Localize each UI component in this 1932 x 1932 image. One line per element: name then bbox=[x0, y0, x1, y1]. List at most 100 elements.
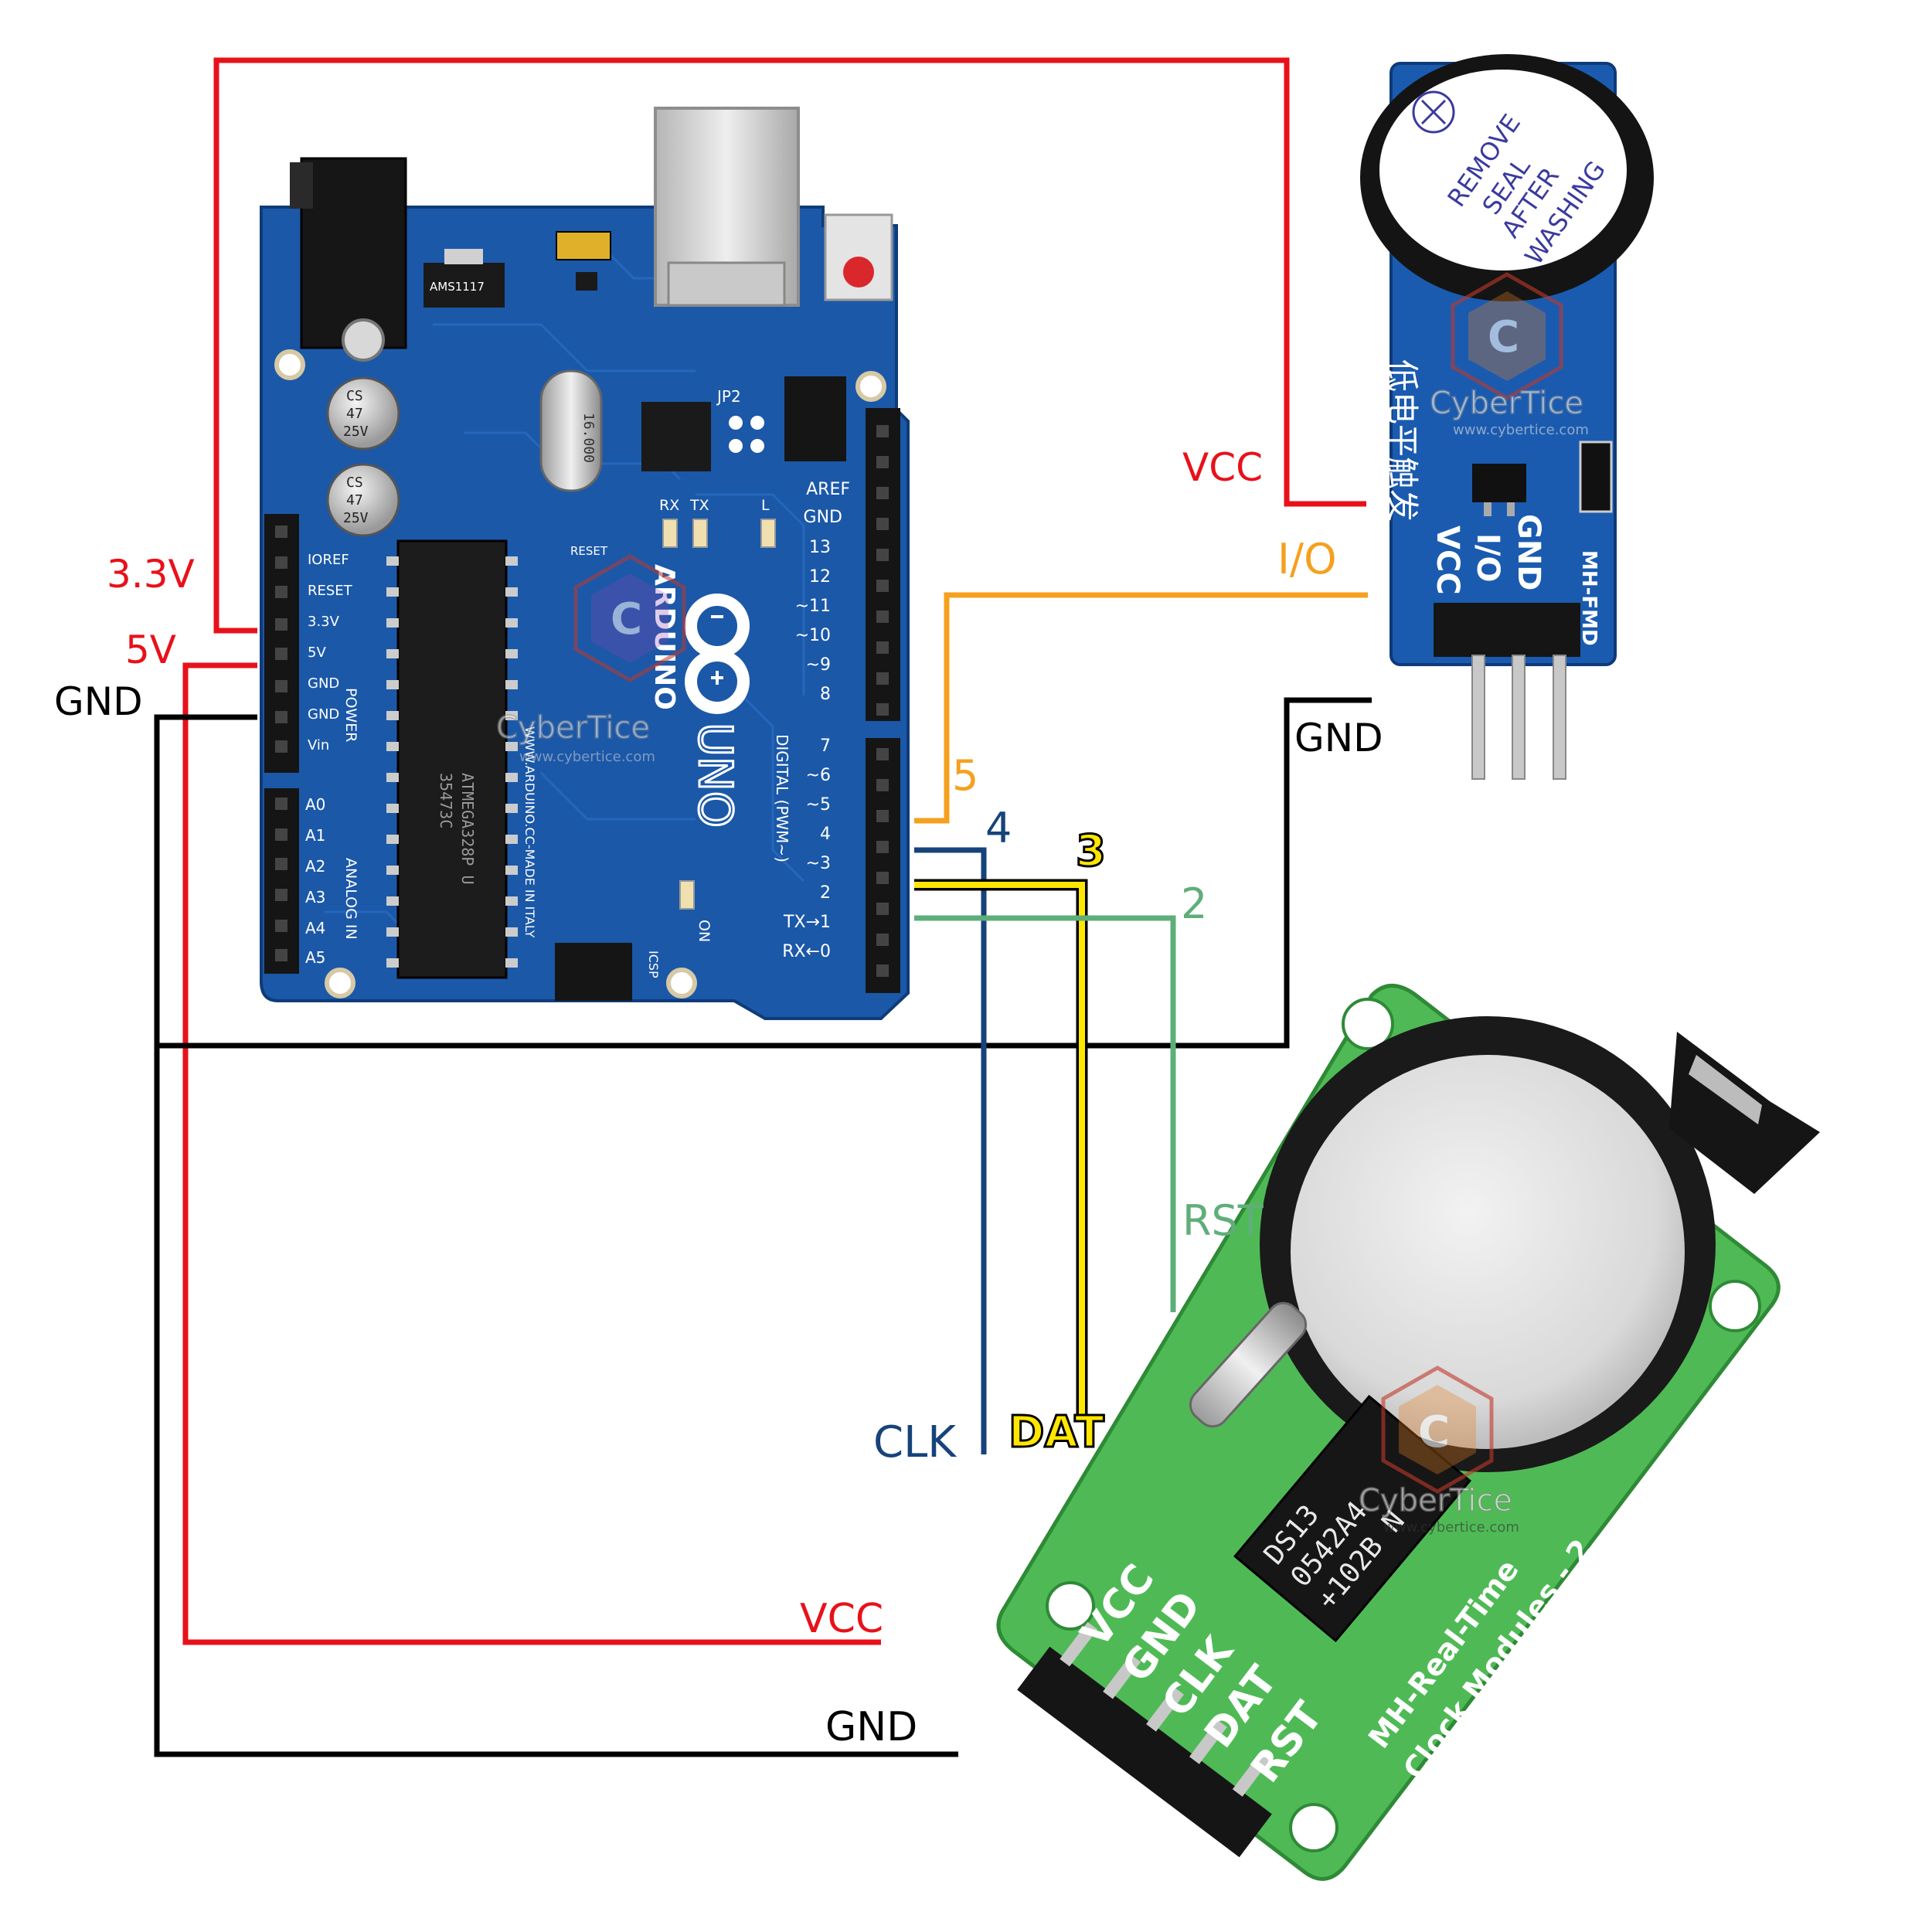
wire-labels: 3.3V 5V GND VCC I/O GND 5 4 3 2 RST CLK … bbox=[54, 445, 1383, 1750]
usb-chip bbox=[641, 402, 711, 471]
svg-text:~6: ~6 bbox=[806, 766, 831, 785]
svg-text:C: C bbox=[1418, 1407, 1450, 1458]
label-gnd-arduino: GND bbox=[54, 679, 143, 724]
analog-pin-labels: A0 A1 A2 A3 A4 A5 bbox=[305, 795, 325, 967]
on-label: ON bbox=[696, 920, 713, 942]
power-pin-labels: IOREF RESET 3.3V 5V GND GND Vin bbox=[308, 552, 353, 753]
label-pin4: 4 bbox=[985, 804, 1012, 852]
svg-text:GND: GND bbox=[308, 675, 339, 692]
label-buzzer-io: I/O bbox=[1277, 535, 1337, 583]
svg-text:~9: ~9 bbox=[806, 655, 831, 675]
label-rtc-rst: RST bbox=[1182, 1196, 1264, 1245]
buzzer-module: REMOVE SEAL AFTER WASHING 低电平触发 VCC I/O … bbox=[1360, 54, 1654, 780]
svg-text:A1: A1 bbox=[305, 826, 325, 845]
svg-text:CS: CS bbox=[346, 388, 363, 404]
capacitor-1: CS 47 25V bbox=[326, 376, 400, 451]
svg-text:A4: A4 bbox=[305, 919, 325, 937]
svg-text:CS: CS bbox=[346, 474, 363, 491]
svg-text:A5: A5 bbox=[305, 948, 325, 967]
buzzer-chinese-label: 低电平触发 bbox=[1383, 359, 1421, 522]
wire-pin3-to-dat-outline bbox=[914, 879, 1088, 1418]
svg-text:C: C bbox=[611, 594, 642, 645]
svg-text:TX→1: TX→1 bbox=[783, 913, 831, 932]
svg-text:25V: 25V bbox=[343, 510, 369, 526]
wire-pin3-to-dat bbox=[914, 882, 1085, 1418]
reset-label: RESET bbox=[570, 544, 608, 558]
label-pin2: 2 bbox=[1181, 879, 1207, 928]
regulator-label: AMS1117 bbox=[430, 280, 485, 294]
arduino-infinity-logo bbox=[685, 594, 750, 714]
ds1302-chip: DS13 0542A4 +102B N bbox=[1233, 1394, 1472, 1643]
dc-power-jack bbox=[300, 157, 407, 349]
capacitor-2: CS 47 25V bbox=[326, 463, 400, 537]
led-labels: RX TX L bbox=[659, 497, 770, 514]
svg-text:2: 2 bbox=[820, 883, 831, 903]
digital-pin-labels-top: AREF GND 13 12 ~11 ~10 ~9 8 bbox=[795, 480, 850, 704]
analog-header-holes bbox=[275, 798, 287, 961]
svg-text:GND: GND bbox=[308, 706, 339, 723]
svg-text:www.cybertice.com: www.cybertice.com bbox=[519, 749, 655, 765]
svg-text:Vin: Vin bbox=[308, 737, 329, 753]
svg-text:GND: GND bbox=[1511, 514, 1546, 591]
resistor bbox=[1579, 440, 1613, 513]
svg-text:5V: 5V bbox=[308, 645, 326, 661]
label-buzzer-vcc: VCC bbox=[1182, 445, 1263, 490]
svg-text:I/O: I/O bbox=[1470, 533, 1505, 583]
svg-text:16.000: 16.000 bbox=[580, 413, 597, 463]
label-rtc-dat: DAT bbox=[1009, 1407, 1104, 1458]
rtc-crystal bbox=[1189, 1301, 1308, 1428]
mount-hole bbox=[666, 968, 697, 998]
svg-text:3.3V: 3.3V bbox=[308, 614, 340, 630]
mount-hole bbox=[274, 349, 305, 380]
svg-text:CyberTice: CyberTice bbox=[1359, 1483, 1512, 1519]
wire-gnd-to-rtc-gnd bbox=[154, 714, 958, 1757]
label-rtc-gnd: GND bbox=[825, 1704, 917, 1750]
arduino-brand-label: ARDUINO bbox=[648, 564, 680, 710]
svg-text:47: 47 bbox=[346, 406, 363, 422]
chip-pins bbox=[386, 556, 518, 968]
svg-text:C: C bbox=[1488, 312, 1519, 362]
svg-text:8: 8 bbox=[820, 685, 831, 704]
wire-gnd-bus bbox=[157, 697, 1372, 1049]
svg-text:CyberTice: CyberTice bbox=[1430, 386, 1583, 421]
svg-text:~5: ~5 bbox=[806, 795, 831, 815]
svg-text:47: 47 bbox=[346, 492, 363, 509]
power-header-holes bbox=[275, 526, 287, 753]
buzzer-header bbox=[1434, 603, 1580, 657]
svg-text:RX: RX bbox=[659, 497, 679, 514]
analog-header bbox=[264, 788, 299, 974]
svg-text:www.cybertice.com: www.cybertice.com bbox=[1383, 1519, 1519, 1536]
svg-text:13: 13 bbox=[809, 538, 831, 557]
digital-header-holes bbox=[876, 425, 889, 977]
icsp-label: ICSP bbox=[646, 951, 661, 978]
label-buzzer-gnd: GND bbox=[1294, 716, 1383, 760]
wire-5v-to-rtc-vcc bbox=[182, 662, 881, 1645]
label-pin5: 5 bbox=[952, 751, 978, 800]
coin-cell-battery bbox=[1291, 1055, 1685, 1449]
svg-text:4: 4 bbox=[820, 825, 831, 844]
power-header bbox=[264, 514, 299, 773]
svg-text:~10: ~10 bbox=[795, 626, 831, 645]
atmega328-chip bbox=[396, 539, 508, 979]
svg-text:IOREF: IOREF bbox=[308, 552, 349, 568]
svg-text:TX: TX bbox=[689, 497, 709, 514]
label-rtc-vcc: VCC bbox=[800, 1596, 883, 1642]
svg-text:AREF: AREF bbox=[806, 480, 850, 499]
chip-label: ATMEGA328P U bbox=[458, 773, 477, 885]
made-in-label: WWW.ARDUINO.CC-MADE IN ITALY bbox=[522, 726, 537, 938]
svg-text:~3: ~3 bbox=[806, 854, 831, 873]
digital-header-label: DIGITAL (PWM~) bbox=[773, 734, 791, 862]
label-rtc-clk: CLK bbox=[873, 1417, 957, 1468]
svg-text:L: L bbox=[761, 497, 770, 514]
transistor bbox=[1472, 464, 1526, 502]
label-5v: 5V bbox=[125, 628, 176, 672]
svg-text:www.cybertice.com: www.cybertice.com bbox=[1453, 422, 1589, 438]
svg-text:JP2: JP2 bbox=[716, 387, 741, 406]
digital-header-bottom bbox=[866, 738, 900, 993]
buzzer-pins bbox=[1471, 655, 1566, 780]
chip-code: 35473C bbox=[437, 773, 455, 828]
mount-hole bbox=[325, 968, 355, 998]
icsp-header-top bbox=[784, 376, 846, 461]
watermark-arduino: C CyberTice www.cybertice.com bbox=[495, 554, 686, 765]
